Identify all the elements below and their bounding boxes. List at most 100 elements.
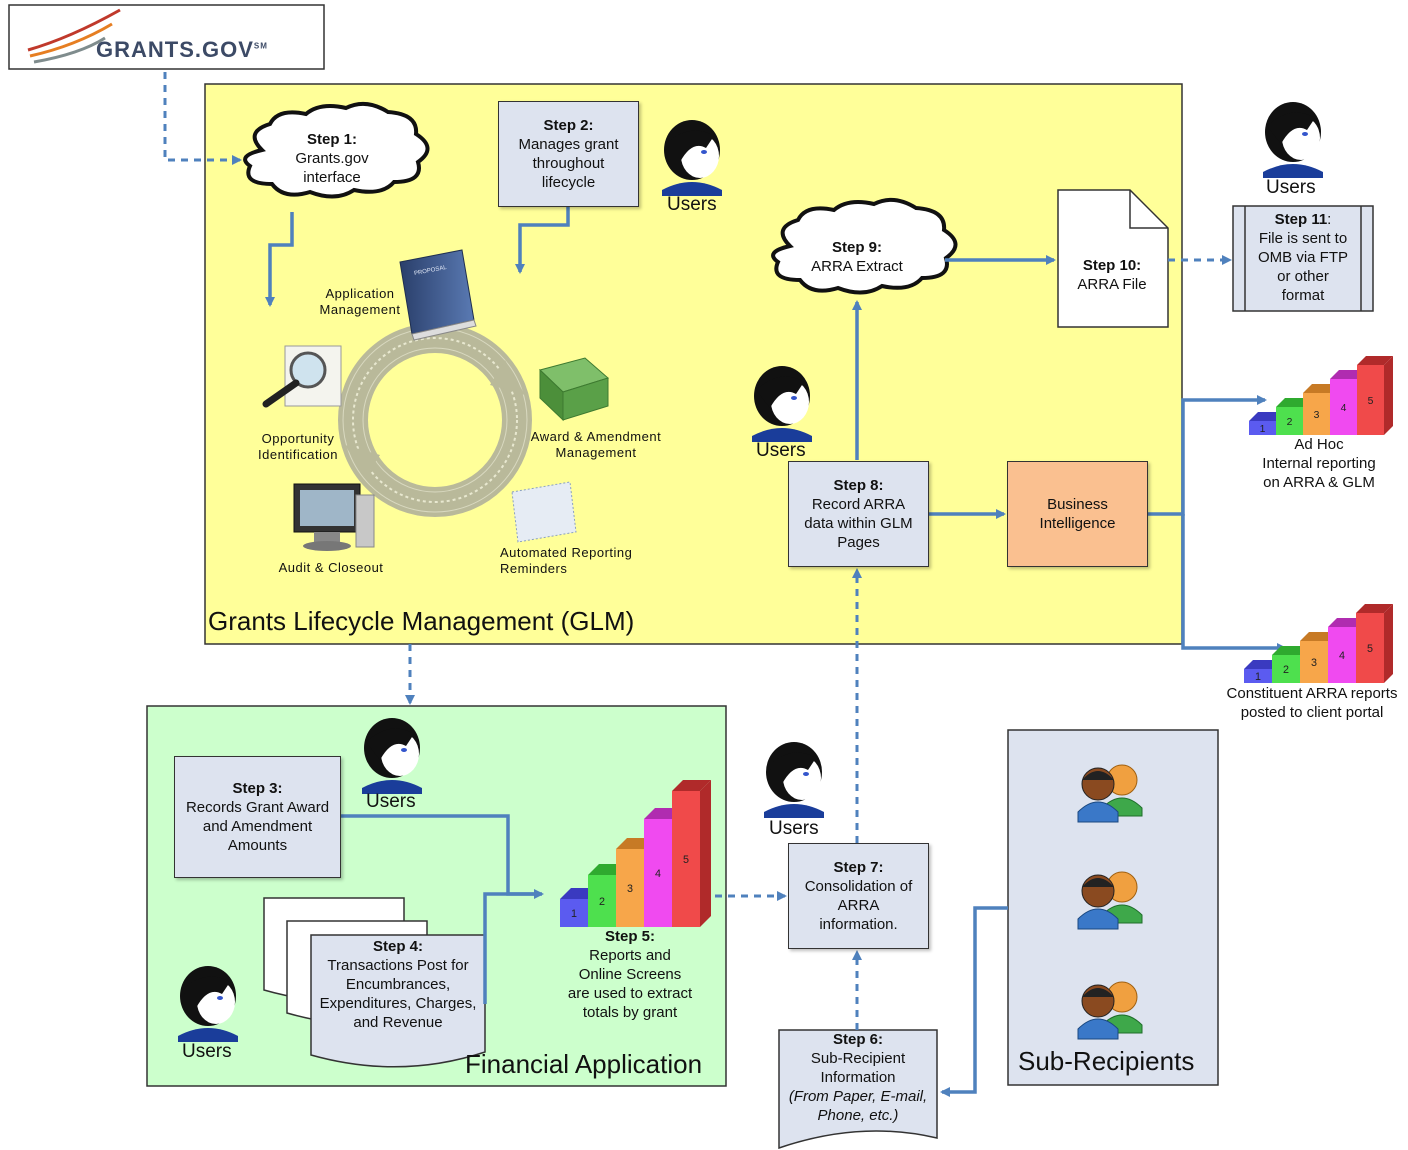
bar-4-number: 4 (1339, 650, 1345, 662)
opportunity-line1: Opportunity (261, 431, 335, 446)
step3-line2: and Amendment (202, 818, 313, 835)
step6-italic2: Phone, etc.) (817, 1107, 899, 1124)
bar-3 (616, 849, 644, 927)
bar-5-number: 5 (1368, 396, 1374, 407)
bar-5-top (672, 780, 711, 791)
bar-1-number: 1 (1255, 671, 1261, 683)
bar-5 (1357, 365, 1384, 435)
arrow-subrecipients-to-step6 (940, 906, 1008, 1097)
step10-heading: Step 10: (1082, 257, 1142, 274)
users-label-step7: Users (769, 818, 819, 839)
money-stack-icon (539, 357, 610, 422)
step8-line2: data within GLM (804, 515, 913, 532)
step5-line1: Reports and (589, 947, 671, 964)
constituent-line2: posted to client portal (1240, 704, 1384, 721)
step5-line3: are used to extract (567, 985, 693, 1002)
step3-heading: Step 3: (232, 780, 283, 797)
step4-heading: Step 4: (372, 938, 423, 955)
step4-label: Step 4: Transactions Post for Encumbranc… (311, 937, 485, 1032)
grants-gov-swoosh-icon (27, 8, 121, 64)
step2-line1: Manages grant (518, 136, 619, 153)
bar-1 (1249, 421, 1276, 435)
sub-recipient-pair-icon-1 (1077, 764, 1143, 823)
bar-2 (1276, 407, 1303, 435)
bar-2 (588, 875, 616, 927)
business-intelligence-box: Business Intelligence (1007, 461, 1148, 567)
step1-label: Step 1: Grants.gov interface (262, 130, 402, 187)
step10-line1: ARRA File (1077, 276, 1147, 293)
step9-heading: Step 9: (831, 239, 882, 256)
bar-5-top (1357, 356, 1393, 365)
step9-cloud (771, 197, 958, 295)
step8-line3: Pages (837, 534, 880, 551)
step5-line4: totals by grant (582, 1004, 678, 1021)
arrow-step2-to-cycle (515, 207, 570, 274)
users-label-step8: Users (756, 440, 806, 461)
step6-document (778, 1029, 938, 1150)
users-label-step2: Users (667, 194, 717, 215)
bar-3 (1300, 641, 1328, 683)
step1-line2: interface (303, 169, 361, 186)
step6-heading: Step 6: (832, 1031, 883, 1048)
bar-3 (1303, 393, 1330, 435)
magnifier-icon (262, 345, 342, 408)
step8-heading: Step 8: (833, 477, 884, 494)
step1-cloud (243, 101, 430, 199)
step7-line3: information. (819, 916, 898, 933)
bar-4 (644, 819, 672, 927)
bar-4 (1330, 379, 1357, 435)
reminders-line2: Reminders (500, 561, 568, 576)
user-avatar-step3 (362, 718, 422, 794)
bar-1-top (1244, 660, 1281, 669)
bar-3-top (1300, 632, 1337, 641)
bar-2 (1272, 655, 1300, 683)
automated-reporting-label: Automated Reporting Reminders (500, 545, 650, 577)
step10-file-shape (1057, 189, 1169, 328)
lifecycle-rings (338, 323, 532, 517)
step1-heading: Step 1: (306, 131, 357, 148)
step2-line2: throughout (532, 155, 605, 172)
step11-colon: : (1327, 211, 1332, 228)
users-label-top-right: Users (1266, 177, 1316, 198)
step4-line1: Transactions Post for (327, 957, 469, 974)
user-avatar-step8 (752, 366, 812, 442)
step8-box: Step 8: Record ARRA data within GLM Page… (788, 461, 929, 567)
bar-2-top (1272, 646, 1309, 655)
sub-recipient-pair-icon-3 (1077, 981, 1143, 1040)
step7-line1: Consolidation of (804, 878, 913, 895)
step3-line3: Amounts (227, 837, 288, 854)
bar-5 (672, 791, 700, 927)
step9-label: Step 9: ARRA Extract (787, 238, 927, 276)
arrow-bi-to-portal (1181, 514, 1287, 653)
step4-line3: Expenditures, Charges, (319, 995, 477, 1012)
logo-text: GRANTS.GOV (96, 37, 254, 62)
step5-line2: Online Screens (578, 966, 682, 983)
bar-5-number: 5 (683, 854, 689, 866)
bar-4-top (1328, 618, 1365, 627)
bar-3-number: 3 (1311, 657, 1317, 669)
arrow-step1-to-cycle (265, 212, 294, 307)
bar-1-number: 1 (571, 908, 577, 920)
adhoc-report-label: Ad Hoc Internal reporting on ARRA & GLM (1248, 435, 1390, 492)
adhoc-line1: Ad Hoc (1294, 436, 1344, 453)
report-sheet-icon (511, 481, 577, 543)
audit-closeout-label: Audit & Closeout (266, 560, 396, 576)
bar-5-number: 5 (1367, 643, 1373, 655)
subrecipients-title: Sub-Recipients (1018, 1046, 1195, 1076)
bar-5-side (1384, 604, 1393, 683)
bar-4-number: 4 (1341, 403, 1347, 414)
step3-line1: Records Grant Award (185, 799, 330, 816)
bar-1 (1244, 669, 1272, 683)
step11-line3: or other (1277, 268, 1329, 285)
bar-4 (1328, 627, 1356, 683)
award-amendment-label: Award & Amendment Management (516, 429, 676, 461)
bar-1-number: 1 (1260, 424, 1266, 435)
step11-label: Step 11: File is sent to OMB via FTP or … (1245, 210, 1361, 305)
step10-label: Step 10: ARRA File (1058, 256, 1166, 294)
bar-1 (560, 899, 588, 927)
step11-line2: OMB via FTP (1257, 249, 1348, 266)
step9-line1: ARRA Extract (811, 258, 903, 275)
logo-sm: SM (253, 41, 268, 51)
step7-box: Step 7: Consolidation of ARRA informatio… (788, 843, 929, 949)
financial-title: Financial Application (465, 1049, 703, 1079)
